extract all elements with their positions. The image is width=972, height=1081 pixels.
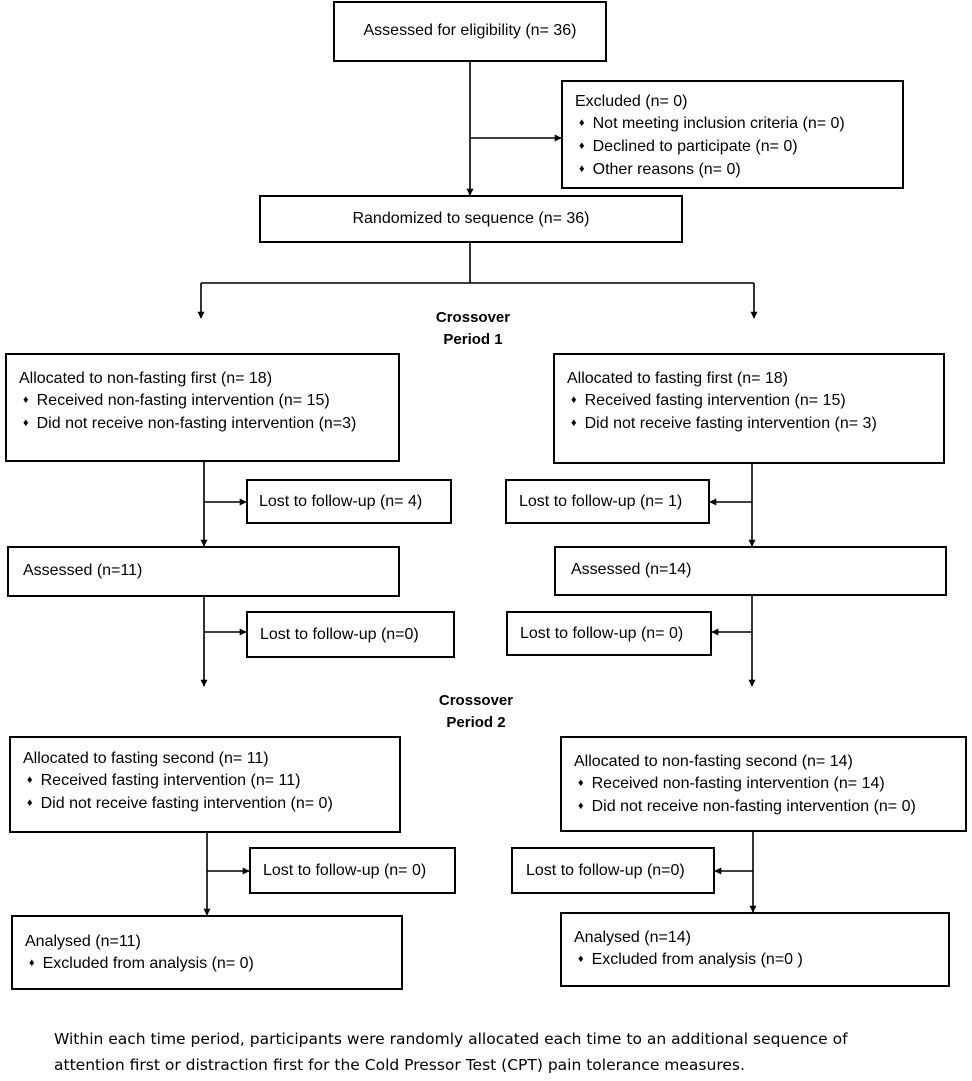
right-analysed-box: Analysed (n=14) Excluded from analysis (…: [560, 912, 950, 987]
right-allocated2-item: Received non-fasting intervention (n= 14…: [574, 773, 965, 796]
right-lost2-box: Lost to follow-up (n= 0): [506, 611, 712, 656]
left-allocated2-box: Allocated to fasting second (n= 11) Rece…: [9, 736, 401, 833]
left-analysed-item: Excluded from analysis (n= 0): [25, 953, 401, 976]
period1-label-line2: Period 1: [443, 331, 503, 348]
right-analysed-item: Excluded from analysis (n=0 ): [574, 949, 948, 972]
right-allocated1-box: Allocated to fasting first (n= 18) Recei…: [553, 353, 945, 464]
right-assessed-text: Assessed (n=14): [571, 561, 692, 578]
left-allocated2-item: Did not receive fasting intervention (n=…: [23, 793, 399, 816]
right-lost2-text: Lost to follow-up (n= 0): [520, 625, 684, 642]
right-allocated2-item: Did not receive non-fasting intervention…: [574, 796, 965, 819]
excluded-item: Declined to participate (n= 0): [575, 136, 902, 159]
left-allocated1-box: Allocated to non-fasting first (n= 18) R…: [5, 353, 400, 462]
assessed-eligibility-box: Assessed for eligibility (n= 36): [333, 1, 607, 62]
left-lost1-box: Lost to follow-up (n= 4): [246, 479, 452, 524]
right-lost3-box: Lost to follow-up (n=0): [511, 847, 715, 894]
period1-label-line1: Crossover: [435, 309, 511, 326]
right-allocated1-item: Did not receive fasting intervention (n=…: [567, 413, 943, 436]
randomized-box: Randomized to sequence (n= 36): [259, 195, 683, 243]
excluded-title: Excluded (n= 0): [575, 93, 688, 110]
left-allocated1-item: Received non-fasting intervention (n= 15…: [19, 390, 398, 413]
right-allocated1-item: Received fasting intervention (n= 15): [567, 390, 943, 413]
left-lost3-box: Lost to follow-up (n= 0): [249, 847, 456, 894]
footnote-line: attention first or distraction first for…: [54, 1056, 745, 1074]
excluded-item: Other reasons (n= 0): [575, 159, 902, 182]
right-lost3-text: Lost to follow-up (n=0): [526, 862, 685, 879]
excluded-item: Not meeting inclusion criteria (n= 0): [575, 113, 902, 136]
period2-label: Crossover Period 2: [426, 690, 526, 734]
left-analysed-title: Analysed (n=11): [25, 933, 141, 950]
period2-label-line1: Crossover: [438, 692, 514, 709]
left-assessed-box: Assessed (n=11): [7, 546, 400, 597]
left-lost3-text: Lost to follow-up (n= 0): [263, 862, 427, 879]
left-lost1-text: Lost to follow-up (n= 4): [259, 493, 423, 510]
assessed-eligibility-text: Assessed for eligibility (n= 36): [363, 22, 577, 39]
right-allocated2-box: Allocated to non-fasting second (n= 14) …: [560, 736, 967, 832]
right-allocated2-title: Allocated to non-fasting second (n= 14): [574, 753, 853, 770]
right-analysed-title: Analysed (n=14): [574, 929, 691, 946]
right-lost1-text: Lost to follow-up (n= 1): [519, 493, 683, 510]
left-analysed-box: Analysed (n=11) Excluded from analysis (…: [11, 915, 403, 990]
left-allocated2-title: Allocated to fasting second (n= 11): [23, 750, 269, 767]
left-allocated1-title: Allocated to non-fasting first (n= 18): [19, 370, 273, 387]
right-assessed-box: Assessed (n=14): [554, 546, 947, 596]
left-lost2-text: Lost to follow-up (n=0): [260, 626, 419, 643]
footnote-line: Within each time period, participants we…: [54, 1030, 848, 1048]
excluded-box: Excluded (n= 0) Not meeting inclusion cr…: [561, 80, 904, 189]
right-allocated1-title: Allocated to fasting first (n= 18): [567, 370, 788, 387]
right-lost1-box: Lost to follow-up (n= 1): [505, 479, 710, 524]
left-allocated1-item: Did not receive non-fasting intervention…: [19, 413, 398, 436]
left-lost2-box: Lost to follow-up (n=0): [246, 611, 455, 658]
period1-label: Crossover Period 1: [423, 307, 523, 351]
footnote: Within each time period, participants we…: [54, 1026, 954, 1078]
left-allocated2-item: Received fasting intervention (n= 11): [23, 770, 399, 793]
randomized-text: Randomized to sequence (n= 36): [352, 210, 590, 227]
left-assessed-text: Assessed (n=11): [23, 562, 143, 579]
period2-label-line2: Period 2: [446, 714, 506, 731]
